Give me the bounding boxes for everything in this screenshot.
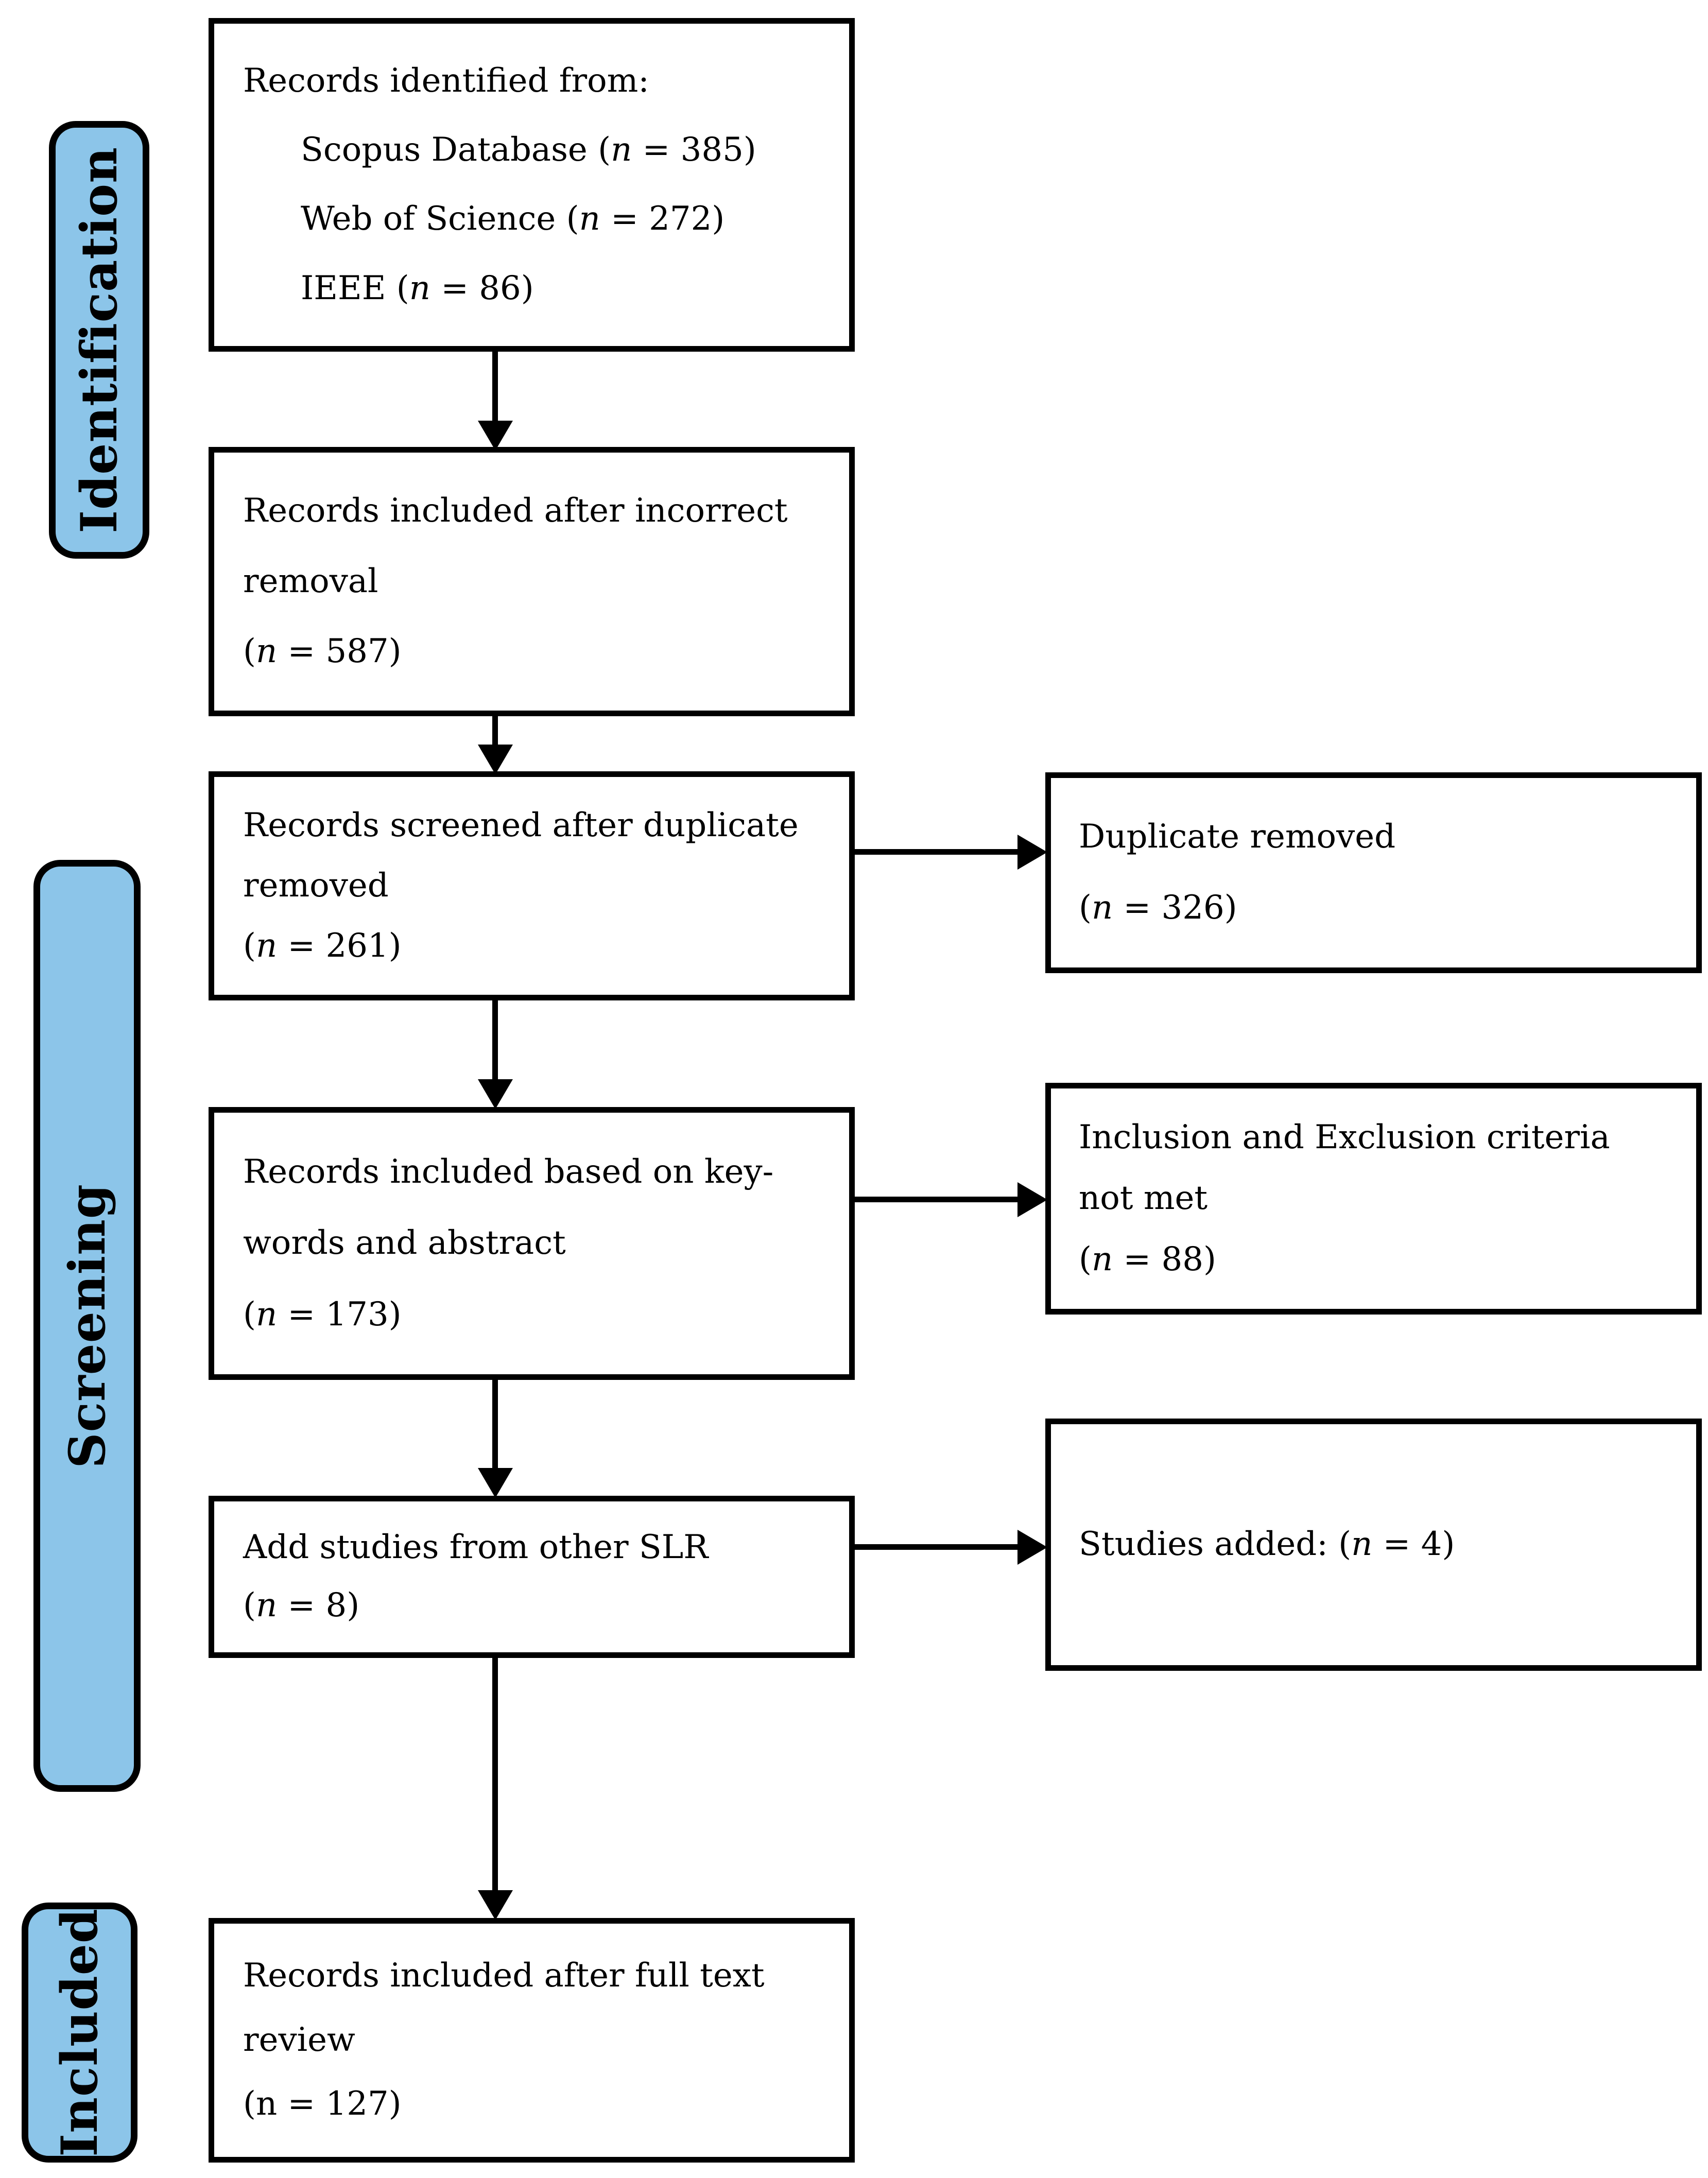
text-line: Records included after full text: [243, 1957, 765, 1995]
arrow-line-down-1: [492, 352, 498, 422]
text-line: (n = 173): [243, 1295, 402, 1334]
arrow-line-down-2: [492, 716, 498, 746]
flow-box-records-identified: Records identified from: Scopus Database…: [209, 18, 855, 352]
arrow-line-down-4: [492, 1380, 498, 1470]
text-line: Web of Science (n = 272): [301, 200, 725, 238]
arrowhead-right-3: [1017, 1530, 1047, 1565]
flow-box-records-screened-after-duplicate: Records screened after duplicate removed…: [209, 771, 855, 1000]
arrowhead-right-1: [1017, 835, 1047, 870]
text-line: removed: [243, 866, 389, 905]
stage-label-text: Screening: [58, 1183, 116, 1468]
text-line: Duplicate removed: [1079, 818, 1396, 856]
text-line: Records included after incorrect: [243, 492, 788, 530]
flow-box-records-after-incorrect-removal: Records included after incorrect removal…: [209, 447, 855, 716]
text-line: Records included based on key-: [243, 1152, 774, 1191]
text-line: (n = 261): [243, 926, 402, 965]
text-line: (n = 127): [243, 2085, 402, 2123]
stage-label-included: Included: [22, 1903, 137, 2163]
arrow-line-right-3: [855, 1544, 1019, 1550]
arrowhead-down-2: [478, 745, 513, 774]
text-line: Records identified from:: [243, 61, 649, 100]
side-box-duplicate-removed: Duplicate removed (n = 326): [1045, 772, 1702, 973]
text-line: Inclusion and Exclusion criteria: [1079, 1118, 1610, 1156]
arrowhead-down-5: [478, 1890, 513, 1920]
text-line: not met: [1079, 1179, 1208, 1218]
stage-label-identification: Identification: [49, 121, 149, 559]
side-box-studies-added: Studies added: (n = 4): [1045, 1419, 1702, 1671]
flow-box-add-studies-other-slr: Add studies from other SLR (n = 8): [209, 1496, 855, 1658]
text-line: (n = 88): [1079, 1240, 1216, 1278]
flow-box-records-included-keywords-abstract: Records included based on key- words and…: [209, 1107, 855, 1380]
text-line: (n = 587): [243, 632, 402, 671]
text-line: Scopus Database (n = 385): [301, 131, 756, 169]
arrowhead-right-2: [1017, 1182, 1047, 1217]
text-line: (n = 326): [1079, 889, 1237, 927]
arrow-line-down-3: [492, 1000, 498, 1081]
stage-label-screening: Screening: [33, 860, 141, 1792]
side-box-criteria-not-met: Inclusion and Exclusion criteria not met…: [1045, 1083, 1702, 1315]
text-line: (n = 8): [243, 1586, 360, 1625]
text-line: Studies added: (n = 4): [1079, 1525, 1455, 1564]
text-line: Add studies from other SLR: [243, 1528, 709, 1567]
text-line: Records screened after duplicate: [243, 806, 799, 844]
stage-label-text: Included: [50, 1908, 109, 2157]
arrow-line-right-1: [855, 849, 1019, 855]
arrowhead-down-1: [478, 421, 513, 451]
text-line: words and abstract: [243, 1224, 566, 1263]
arrowhead-down-4: [478, 1468, 513, 1498]
text-line: IEEE (n = 86): [301, 269, 534, 307]
flow-box-records-included-full-text: Records included after full text review …: [209, 1918, 855, 2163]
arrow-line-down-5: [492, 1658, 498, 1892]
stage-label-text: Identification: [70, 146, 128, 533]
text-line: removal: [243, 562, 378, 600]
arrowhead-down-3: [478, 1079, 513, 1109]
text-line: review: [243, 2020, 355, 2059]
arrow-line-right-2: [855, 1197, 1019, 1202]
